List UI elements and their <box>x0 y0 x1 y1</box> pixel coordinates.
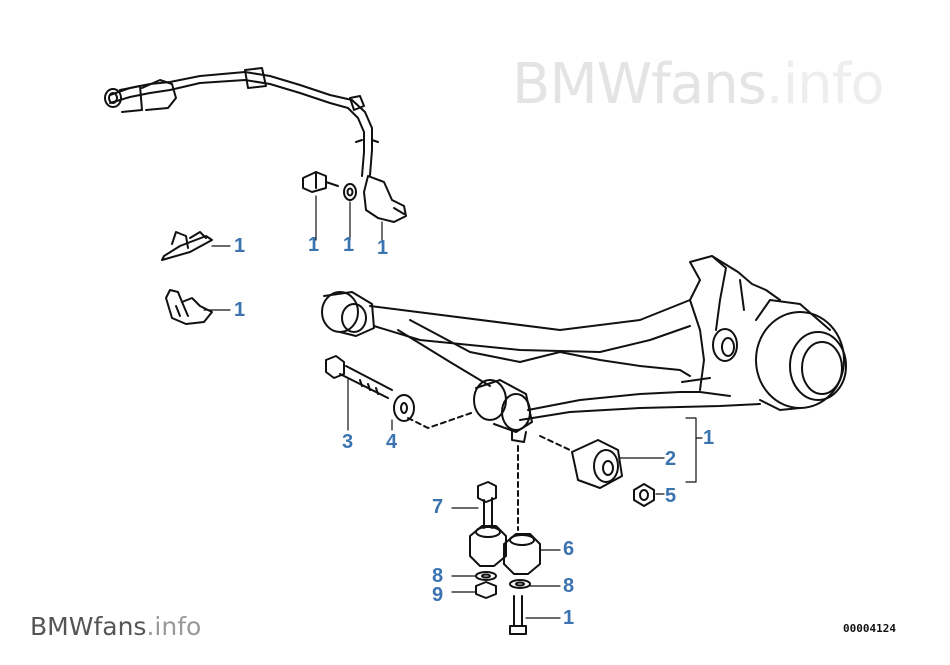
callout-9[interactable]: 9 <box>432 584 444 606</box>
washer[interactable] <box>393 394 415 422</box>
watermark-top: BMWfans.info <box>512 52 885 117</box>
pivot-bolt[interactable] <box>325 355 393 399</box>
diagram-code: 00004124 <box>843 622 896 635</box>
assembly-line <box>539 435 571 451</box>
cable-clip-upper[interactable] <box>161 231 213 261</box>
rubber-mount-right[interactable] <box>503 533 541 575</box>
rubber-mount-left[interactable] <box>469 525 507 567</box>
washer-right[interactable] <box>509 579 531 589</box>
nut-left[interactable] <box>475 581 497 599</box>
callout-1-clip-upper[interactable]: 1 <box>234 235 246 257</box>
callout-1-clip-lower[interactable]: 1 <box>234 299 246 321</box>
control-arm[interactable] <box>321 255 847 443</box>
nut[interactable] <box>633 483 655 507</box>
callout-6[interactable]: 6 <box>563 538 575 560</box>
callout-3[interactable]: 3 <box>342 431 354 453</box>
assembly-line <box>407 411 475 429</box>
leader-lines <box>203 195 703 619</box>
callout-1-control-arm[interactable]: 1 <box>703 427 715 449</box>
callout-8-right[interactable]: 8 <box>563 575 575 597</box>
callout-4[interactable]: 4 <box>386 431 398 453</box>
abs-sensor-cable[interactable] <box>104 67 407 223</box>
washer-left[interactable] <box>475 571 497 581</box>
sensor-washer[interactable] <box>343 183 357 201</box>
callout-5[interactable]: 5 <box>665 485 677 507</box>
callout-2[interactable]: 2 <box>665 448 677 470</box>
mount-bolt[interactable] <box>477 481 497 529</box>
callout-1-bottom-bolt[interactable]: 1 <box>563 607 575 629</box>
cable-clip-lower[interactable] <box>165 289 213 325</box>
callout-1-sensor[interactable]: 1 <box>377 237 389 259</box>
bottom-bolt[interactable] <box>509 595 527 635</box>
callout-1-sensor-bolt[interactable]: 1 <box>308 234 320 256</box>
watermark-bottom: BMWfans.info <box>30 612 202 641</box>
callout-7[interactable]: 7 <box>432 496 444 518</box>
callout-8-left[interactable]: 8 <box>432 565 444 587</box>
callout-1-sensor-washer[interactable]: 1 <box>343 234 355 256</box>
rubber-bushing[interactable] <box>571 439 623 489</box>
sensor-bolt[interactable] <box>302 171 339 193</box>
